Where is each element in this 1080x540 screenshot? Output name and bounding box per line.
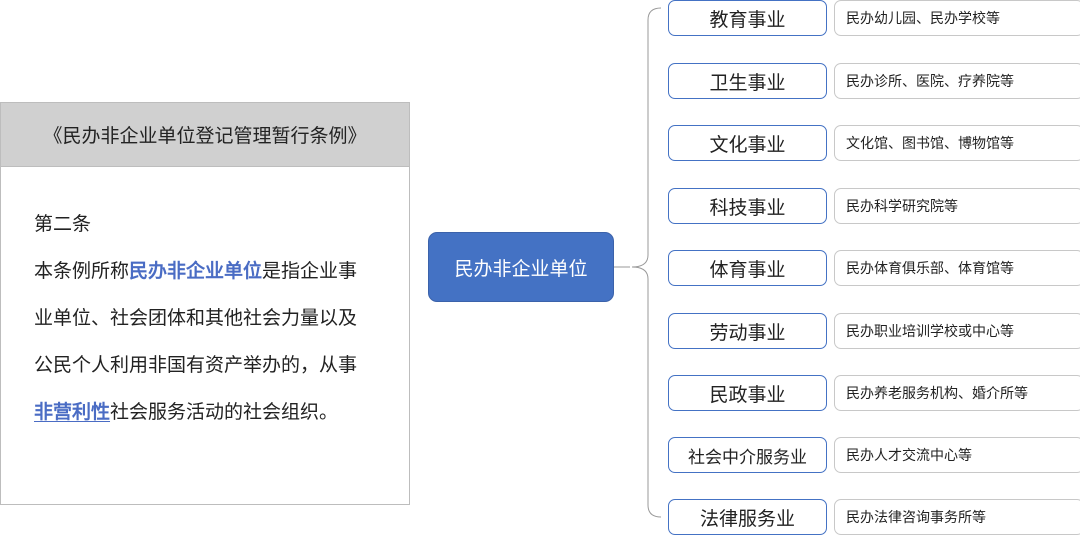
- definition-text-pre: 本条例所称: [34, 260, 130, 282]
- category-legal-desc: 民办法律咨询事务所等: [834, 499, 1080, 535]
- definition-text-mid: 是指企业事业单位、社会团体和其他社会力量以及公民个人利用非国有资产举办的，从事: [34, 260, 358, 376]
- category-sports-desc: 民办体育俱乐部、体育馆等: [834, 250, 1080, 286]
- category-health: 卫生事业: [668, 63, 827, 99]
- regulation-card: 《民办非企业单位登记管理暂行条例》 第二条 本条例所称民办非企业单位是指企业事业…: [0, 102, 410, 505]
- category-intermediary: 社会中介服务业: [668, 437, 827, 473]
- category-education: 教育事业: [668, 0, 827, 36]
- highlight-term-nonprofit: 非营利性: [34, 401, 111, 423]
- category-civil-affairs: 民政事业: [668, 375, 827, 411]
- regulation-body: 第二条 本条例所称民办非企业单位是指企业事业单位、社会团体和其他社会力量以及公民…: [1, 167, 409, 436]
- category-culture-desc: 文化馆、图书馆、博物馆等: [834, 125, 1080, 161]
- category-legal: 法律服务业: [668, 499, 827, 535]
- category-labor: 劳动事业: [668, 313, 827, 349]
- branch-bracket: [631, 7, 662, 518]
- category-labor-desc: 民办职业培训学校或中心等: [834, 313, 1080, 349]
- category-culture: 文化事业: [668, 125, 827, 161]
- category-civil-affairs-desc: 民办养老服务机构、婚介所等: [834, 375, 1080, 411]
- category-education-desc: 民办幼儿园、民办学校等: [834, 0, 1080, 36]
- category-intermediary-desc: 民办人才交流中心等: [834, 437, 1080, 473]
- article-number: 第二条: [34, 213, 92, 235]
- center-node: 民办非企业单位: [428, 232, 614, 302]
- highlight-term-minban: 民办非企业单位: [129, 260, 263, 282]
- regulation-title: 《民办非企业单位登记管理暂行条例》: [1, 103, 409, 167]
- definition-text-post: 社会服务活动的社会组织。: [110, 401, 339, 423]
- category-science: 科技事业: [668, 188, 827, 224]
- category-science-desc: 民办科学研究院等: [834, 188, 1080, 224]
- category-sports: 体育事业: [668, 250, 827, 286]
- category-health-desc: 民办诊所、医院、疗养院等: [834, 63, 1080, 99]
